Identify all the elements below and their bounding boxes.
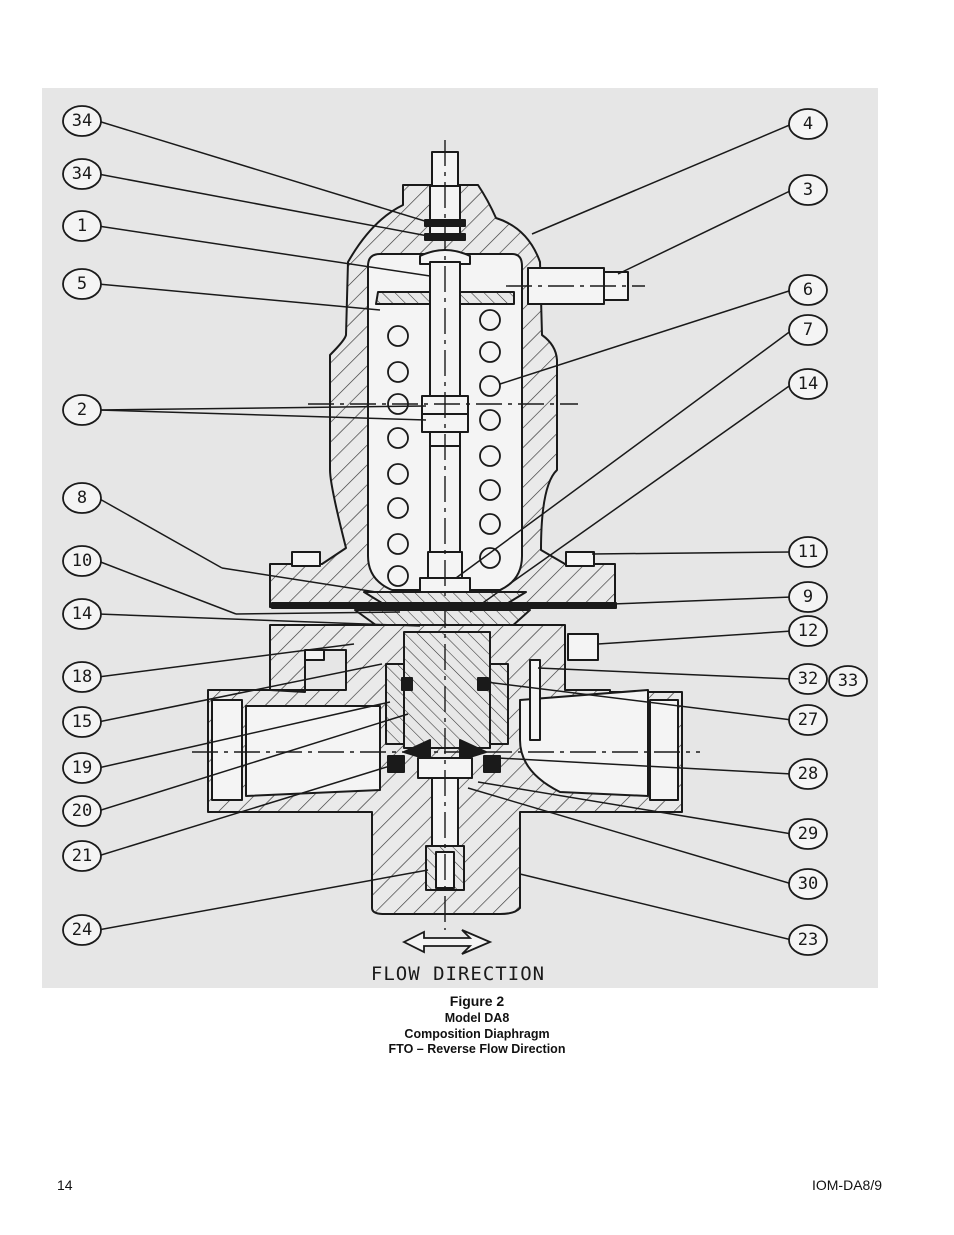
callout-number: 30	[798, 874, 818, 894]
bonnet-bolt-left-head	[291, 551, 321, 567]
figure-caption-line: Composition Diaphragm	[404, 1027, 550, 1041]
callout-number: 19	[72, 758, 92, 778]
inlet-bore	[211, 699, 243, 801]
callout-balloon	[62, 661, 102, 693]
callout-balloon	[788, 868, 828, 900]
callout-number: 34	[72, 164, 92, 184]
callout-number: 18	[72, 667, 92, 687]
callout-number: 12	[798, 621, 818, 641]
callout-number: 11	[798, 542, 818, 562]
o-ring-left	[401, 677, 413, 691]
callout-number: 24	[72, 920, 92, 940]
callout-balloon	[828, 665, 868, 697]
callout-balloon	[788, 174, 828, 206]
diaphragm	[271, 602, 617, 609]
callout-balloon	[788, 274, 828, 306]
callout-balloon	[788, 536, 828, 568]
callout-balloon	[62, 210, 102, 242]
bonnet-bolt-right-nut	[567, 633, 599, 661]
o-ring-right	[477, 677, 489, 691]
outlet-bore	[649, 699, 679, 801]
composition-seat	[403, 739, 487, 761]
callout-balloon	[788, 314, 828, 346]
callout-balloon	[788, 924, 828, 956]
callout-number: 9	[803, 587, 813, 607]
callout-number: 20	[72, 801, 92, 821]
callout-number: 2	[77, 400, 87, 420]
callout-number: 15	[72, 712, 92, 732]
callout-number: 10	[72, 551, 92, 571]
callout-balloon	[788, 704, 828, 736]
callout-number: 34	[72, 111, 92, 131]
callout-balloon	[62, 914, 102, 946]
callout-number: 29	[798, 824, 818, 844]
callout-number: 33	[838, 671, 858, 691]
callout-number: 14	[798, 374, 818, 394]
callout-number: 21	[72, 846, 92, 866]
seat-ring-right	[483, 755, 501, 773]
callout-balloon	[62, 394, 102, 426]
callout-number: 6	[803, 280, 813, 300]
callout-balloon	[62, 482, 102, 514]
callout-balloon	[788, 818, 828, 850]
callout-number: 27	[798, 710, 818, 730]
callout-balloon	[788, 758, 828, 790]
callout-number: 1	[77, 216, 87, 236]
figure-caption-line: Model DA8	[444, 1011, 510, 1025]
callout-balloon	[62, 158, 102, 190]
callout-number: 23	[798, 930, 818, 950]
page-number: 14	[57, 1177, 73, 1193]
cylinder-left	[385, 663, 405, 745]
piston	[403, 631, 491, 749]
callout-balloon	[788, 663, 828, 695]
callout-balloon	[62, 840, 102, 872]
callout-balloon	[788, 108, 828, 140]
callout-balloon	[62, 268, 102, 300]
bonnet-bolt-right-head	[565, 551, 595, 567]
figure-title: Figure 2	[449, 993, 505, 1009]
callout-number: 4	[803, 114, 813, 134]
callout-balloon	[62, 598, 102, 630]
callout-balloon	[788, 368, 828, 400]
cylinder-right	[489, 663, 509, 745]
callout-balloon	[788, 615, 828, 647]
flow-passage-right	[519, 689, 649, 797]
callout-balloon	[62, 752, 102, 784]
callout-number: 32	[798, 669, 818, 689]
flow-direction-arrow	[401, 929, 493, 955]
figure-caption-line: FTO – Reverse Flow Direction	[388, 1042, 566, 1056]
callout-number: 5	[77, 274, 87, 294]
callout-balloon	[788, 581, 828, 613]
seat-ring-left	[387, 755, 405, 773]
callout-balloon	[62, 105, 102, 137]
callout-balloon	[62, 545, 102, 577]
range-spring	[387, 309, 501, 587]
flow-passage	[245, 705, 381, 797]
callout-number: 14	[72, 604, 92, 624]
callout-number: 28	[798, 764, 818, 784]
leader-lines	[97, 120, 793, 941]
callout-balloon	[62, 706, 102, 738]
vent-pin	[529, 659, 541, 741]
callout-number: 3	[803, 180, 813, 200]
callout-number: 8	[77, 488, 87, 508]
document-id: IOM-DA8/9	[811, 1177, 882, 1193]
callout-number: 7	[803, 320, 813, 340]
flow-direction-label: FLOW DIRECTION	[371, 963, 545, 985]
callout-balloon	[62, 795, 102, 827]
